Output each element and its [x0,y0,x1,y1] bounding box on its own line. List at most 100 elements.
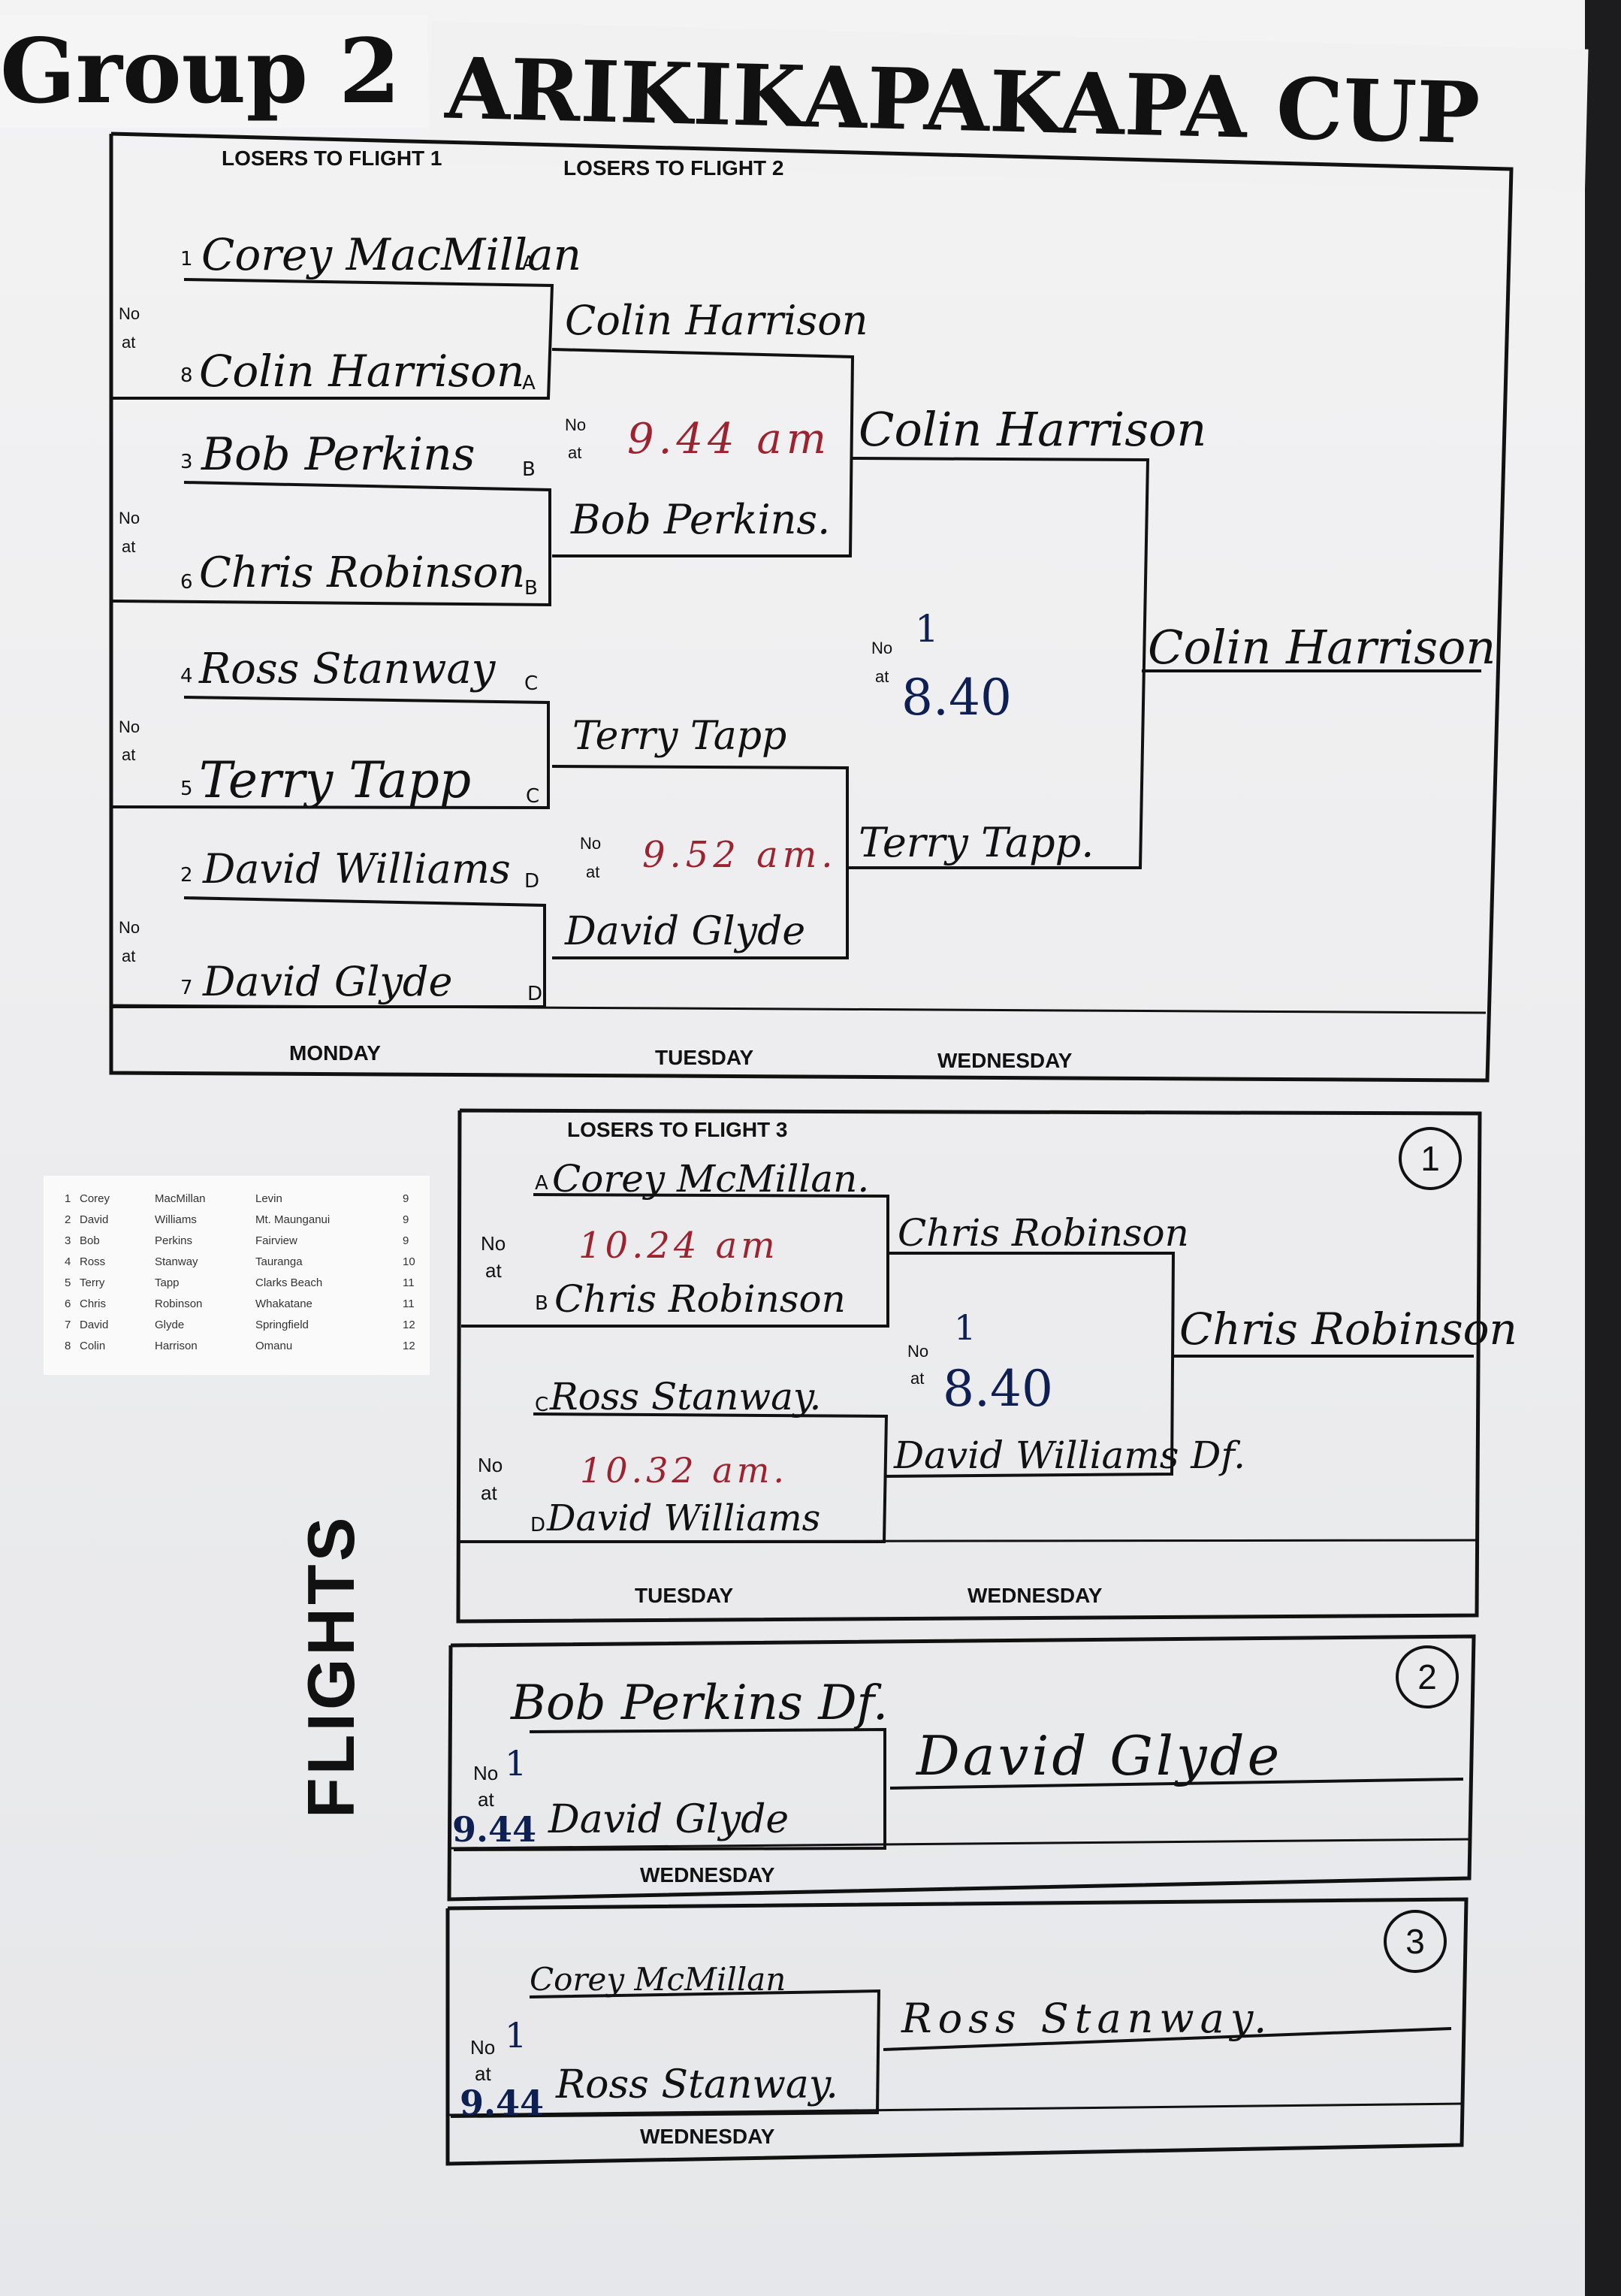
round2-player: David Glyde [565,909,806,954]
no-label: No [119,509,140,527]
entrant-no: 4 [65,1255,71,1268]
no-label: No [473,1762,499,1784]
round2-player: Terry Tapp [572,714,787,759]
at-label: at [481,1482,497,1504]
day-tuesday: TUESDAY [635,1584,734,1607]
round1-player: David Williams [203,845,511,893]
main-bracket-lines [109,131,1514,2166]
no-label: No [871,639,893,657]
match-time: 10.24 am [578,1225,779,1267]
at-label: at [485,1259,502,1282]
flight2-player: Bob Perkins Df. [511,1675,889,1731]
entrant-hcp: 9 [403,1192,409,1205]
no-label: No [907,1342,929,1361]
round1-player: Corey MacMillan [201,229,581,280]
flight2-player: David Glyde [548,1797,789,1842]
day-monday: MONDAY [289,1041,381,1065]
at-label: at [910,1369,925,1388]
entrant-hcp: 11 [403,1276,415,1289]
entrant-last: Robinson [155,1298,203,1310]
entrant-club: Whakatane [255,1298,312,1310]
entrant-row: 1 Corey MacMillan Levin 9 [44,1192,430,1213]
no-label: No [580,834,602,853]
flight1-player: David Williams [547,1497,821,1539]
entrant-no: 3 [65,1234,71,1247]
entrant-last: Williams [155,1213,197,1226]
entrant-last: Glyde [155,1319,185,1331]
flight1-player: Corey McMillan. [552,1157,870,1201]
entrant-hcp: 11 [403,1298,415,1310]
round1-player: Colin Harrison [199,346,525,397]
round1-player: Ross Stanway [199,645,496,693]
flight3-player: Ross Stanway. [556,2062,838,2107]
group-title: Group 2 [0,15,428,128]
match-time: 9.44 am [627,415,831,464]
flight1-player: Ross Stanway. [550,1375,822,1418]
at-label: at [122,745,136,764]
no-label: No [470,2036,496,2059]
entrant-last: Perkins [155,1234,193,1247]
entrant-last: MacMillan [155,1192,206,1205]
entrant-first: Chris [80,1298,107,1310]
entrant-first: Bob [80,1234,100,1247]
round1-player: Chris Robinson [199,548,526,597]
flight2-winner: David Glyde [916,1724,1283,1787]
at-label: at [122,333,136,352]
flight1-round2-player: David Williams Df. [894,1433,1245,1477]
match-time: 8.40 [901,669,1012,727]
round2-player: Bob Perkins. [571,496,831,543]
entrant-no: 7 [65,1319,71,1331]
match-time: 8.40 [943,1360,1053,1418]
entrant-no: 1 [65,1192,71,1205]
at-label: at [478,1788,494,1811]
entrant-no: 8 [65,1340,71,1352]
day-wednesday: WEDNESDAY [967,1584,1103,1607]
entrant-no: 2 [65,1213,71,1226]
flight1-winner: Chris Robinson [1179,1304,1517,1355]
day-wednesday: WEDNESDAY [640,1863,775,1887]
match-number: 1 [954,1307,977,1348]
entrant-first: Corey [80,1192,110,1205]
round1-player: Terry Tapp [199,751,472,809]
entrant-club: Levin [255,1192,282,1205]
day-wednesday: WEDNESDAY [640,2125,775,2148]
at-label: at [475,2062,491,2085]
entrant-hcp: 9 [403,1213,409,1226]
flight1-round2-player: Chris Robinson [898,1211,1189,1255]
no-label: No [119,718,140,736]
flight3-winner: Ross Stanway. [901,1995,1273,2042]
flights-label: FLIGHTS [294,1514,368,1818]
losers-to-flight-2-header: LOSERS TO FLIGHT 2 [563,156,784,180]
match-time: 9.52 am. [642,834,838,876]
no-label: No [119,304,140,323]
round1-player: Bob Perkins [201,428,475,481]
entrant-last: Harrison [155,1340,198,1352]
entrant-hcp: 12 [403,1319,415,1331]
round2-player: Colin Harrison [565,297,868,344]
match-time: 10.32 am. [580,1450,788,1491]
no-label: No [478,1454,503,1476]
bracket-winner: Colin Harrison [1148,620,1496,675]
match-number: 1 [505,1743,527,1784]
match-time: 9.44 [460,2083,545,2123]
entrant-first: David [80,1319,109,1331]
at-label: at [122,947,136,965]
at-label: at [586,863,600,881]
round1-player: David Glyde [203,958,453,1005]
flight-1-number: 1 [1399,1127,1462,1190]
entrant-first: Terry [80,1276,105,1289]
entrant-first: Colin [80,1340,106,1352]
entrant-club: Fairview [255,1234,297,1247]
at-label: at [122,537,136,556]
entrant-club: Clarks Beach [255,1276,323,1289]
entrant-club: Mt. Maunganui [255,1213,331,1226]
match-number: 1 [915,607,939,651]
